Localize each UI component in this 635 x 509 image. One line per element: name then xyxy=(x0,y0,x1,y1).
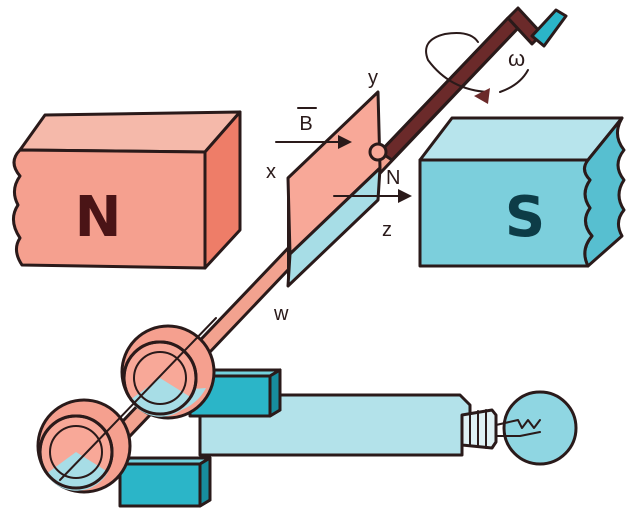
south-magnet: S xyxy=(420,118,624,266)
corner-label-x: x xyxy=(266,161,276,183)
corner-label-y: y xyxy=(368,67,378,89)
corner-label-z: z xyxy=(382,219,392,241)
omega-label: ω xyxy=(508,46,525,71)
light-bulb xyxy=(504,392,576,464)
corner-label-w: w xyxy=(273,303,289,325)
south-pole-label: S xyxy=(505,185,545,250)
lower-slip-ring xyxy=(38,400,130,492)
upper-slip-ring xyxy=(122,326,214,418)
north-pole-label: N xyxy=(75,185,122,250)
north-magnet-top xyxy=(20,112,240,152)
north-magnet: N xyxy=(13,112,240,268)
field-label: B xyxy=(299,113,312,135)
normal-label: N xyxy=(386,167,400,189)
loop-pivot xyxy=(370,144,386,160)
